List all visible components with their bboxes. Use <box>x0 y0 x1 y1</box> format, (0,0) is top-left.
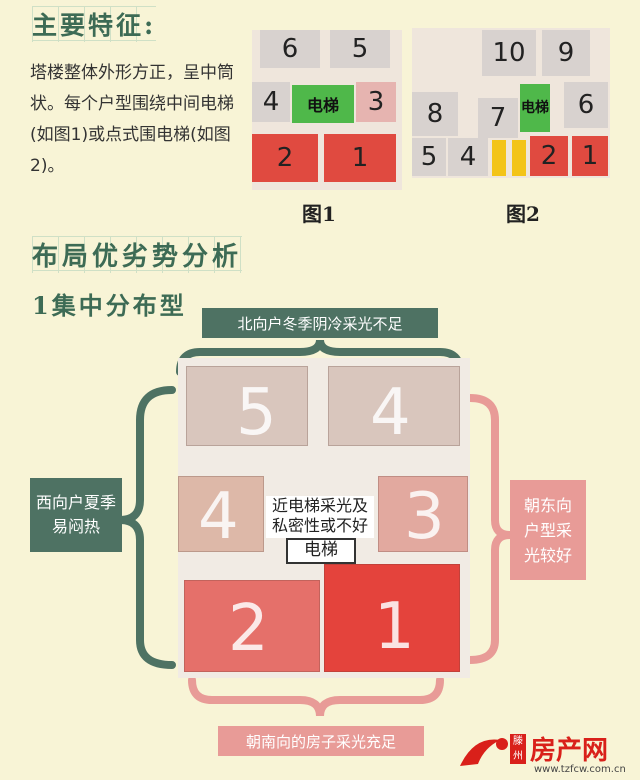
unit-4-west-area <box>178 476 264 552</box>
unit-10: 10 <box>482 30 536 76</box>
unit-2: 2 <box>530 136 568 176</box>
logo-swoosh-icon <box>460 738 508 766</box>
unit-6: 6 <box>564 82 608 128</box>
unit-5-number: 5 <box>236 376 277 450</box>
west-brace <box>119 386 176 669</box>
unit-3-area <box>378 476 468 552</box>
logo-url: www.tzfcw.com.cn <box>534 764 626 775</box>
logo-brand: 房产网 <box>530 736 609 766</box>
watermark-logo: 滕州 房产网 www.tzfcw.com.cn <box>454 728 636 778</box>
floor-plan: 5 4 4 3 近电梯采光及私密性或不好 电梯 2 1 <box>178 358 470 678</box>
unit-5: 5 <box>330 30 390 68</box>
elevator-block: 电梯 <box>520 84 550 132</box>
unit-4: 4 <box>252 82 290 122</box>
unit-1-number: 1 <box>374 590 415 664</box>
unit-5: 5 <box>412 138 446 176</box>
unit-1: 1 <box>572 136 608 176</box>
center-note: 近电梯采光及私密性或不好 <box>266 496 374 538</box>
unit-7: 7 <box>478 98 518 138</box>
unit-4-north-number: 4 <box>370 376 411 450</box>
unit-8: 8 <box>412 92 458 136</box>
figure-1-plan: 6 5 4 电梯 3 2 1 <box>252 30 402 190</box>
unit-5-area <box>186 366 308 446</box>
unit-2-number: 2 <box>228 592 269 666</box>
east-brace <box>466 394 511 664</box>
unit-3b <box>512 140 526 176</box>
unit-1: 1 <box>324 134 396 182</box>
unit-4-north-area <box>328 366 460 446</box>
logo-city-badge: 滕州 <box>510 734 526 764</box>
west-label: 西向户夏季易闷热 <box>30 478 122 552</box>
unit-4: 4 <box>448 138 488 176</box>
unit-6: 6 <box>260 30 320 68</box>
north-brace <box>176 339 464 376</box>
section-subtitle-concentrated: 1集中分布型 <box>32 291 187 320</box>
unit-3-number: 3 <box>404 480 445 554</box>
unit-3: 3 <box>356 82 396 122</box>
unit-4-west-number: 4 <box>198 480 239 554</box>
east-label: 朝东向户型采光较好 <box>510 480 586 580</box>
unit-2-area <box>184 580 320 672</box>
section-title-main-features: 主要特征: <box>32 6 157 42</box>
elevator-label: 电梯 <box>286 538 356 564</box>
description-text: 塔楼整体外形方正，呈中筒状。每个户型围绕中间电梯(如图1)或点式围电梯(如图2)… <box>30 63 234 176</box>
elevator-block: 电梯 <box>292 85 354 123</box>
unit-9: 9 <box>542 30 590 76</box>
section-title-layout-analysis: 布局优劣势分析 <box>32 236 243 273</box>
figure-1-caption: 图1 <box>302 202 336 226</box>
figure-2-caption: 图2 <box>506 202 540 226</box>
unit-1-area <box>324 564 460 672</box>
south-brace <box>188 676 444 717</box>
figure-2-plan: 10 9 8 7 电梯 6 5 4 3 2 1 <box>412 28 610 178</box>
north-label: 北向户冬季阴冷采光不足 <box>202 308 438 338</box>
unit-2: 2 <box>252 134 318 182</box>
south-label: 朝南向的房子采光充足 <box>218 726 424 756</box>
unit-3: 3 <box>492 140 506 176</box>
